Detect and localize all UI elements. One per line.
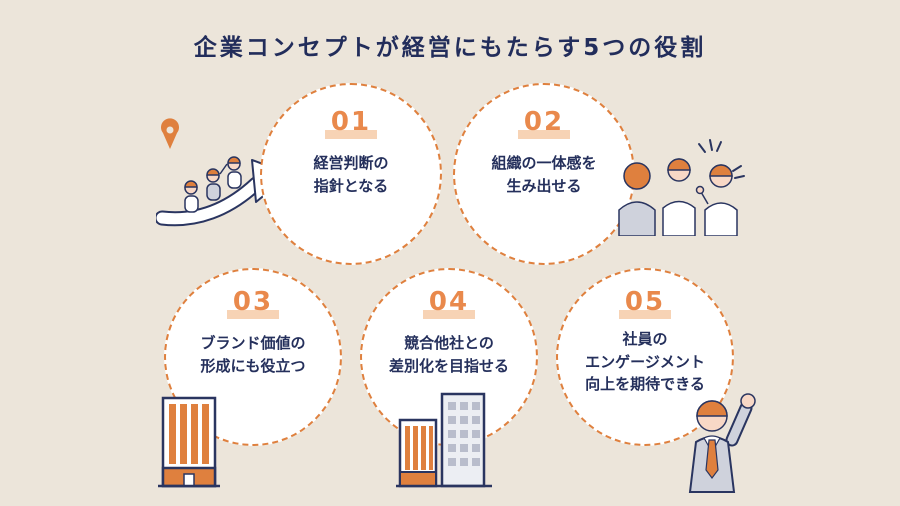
role-text-line: 向上を期待できる: [585, 375, 705, 393]
role-number-2: 02: [518, 109, 570, 139]
role-text-line: 組織の一体感を: [491, 154, 597, 172]
role-text-line: エンゲージメント: [585, 352, 705, 371]
role-text-3: ブランド価値の 形成にも役立つ: [200, 332, 305, 379]
people-discussing-icon: [618, 139, 745, 236]
role-circle-1: 01 経営判断の 指針となる: [260, 83, 442, 265]
role-text-4: 競合他社との 差別化を目指せる: [389, 332, 509, 379]
page-title: 企業コンセプトが経営にもたらす5つの役割: [193, 35, 707, 61]
role-text-1: 経営判断の 指針となる: [313, 152, 388, 199]
role-number-3: 03: [227, 289, 279, 319]
role-text-line: 指針となる: [313, 177, 389, 196]
role-text-line: 形成にも役立つ: [200, 357, 306, 376]
role-circle-2: 02 組織の一体感を 生み出せる: [453, 83, 635, 265]
two-buildings-icon: [396, 392, 492, 488]
role-text-5: 社員の エンゲージメント 向上を期待できる: [585, 328, 705, 396]
role-text-line: 差別化を目指せる: [388, 357, 509, 376]
role-text-line: 生み出せる: [506, 177, 582, 196]
role-text-line: 社員の: [622, 330, 668, 348]
role-number-5: 05: [619, 289, 671, 319]
role-text-line: 経営判断の: [313, 154, 389, 172]
businessman-fist-raised-icon: [688, 393, 756, 493]
role-circle-5: 05 社員の エンゲージメント 向上を期待できる: [556, 268, 734, 446]
role-number-4: 04: [423, 289, 475, 319]
role-text-2: 組織の一体感を 生み出せる: [491, 152, 596, 199]
role-number-1: 01: [325, 109, 377, 139]
role-text-line: ブランド価値の: [200, 334, 306, 352]
striped-building-icon: [158, 396, 220, 488]
role-text-line: 競合他社との: [404, 334, 494, 352]
